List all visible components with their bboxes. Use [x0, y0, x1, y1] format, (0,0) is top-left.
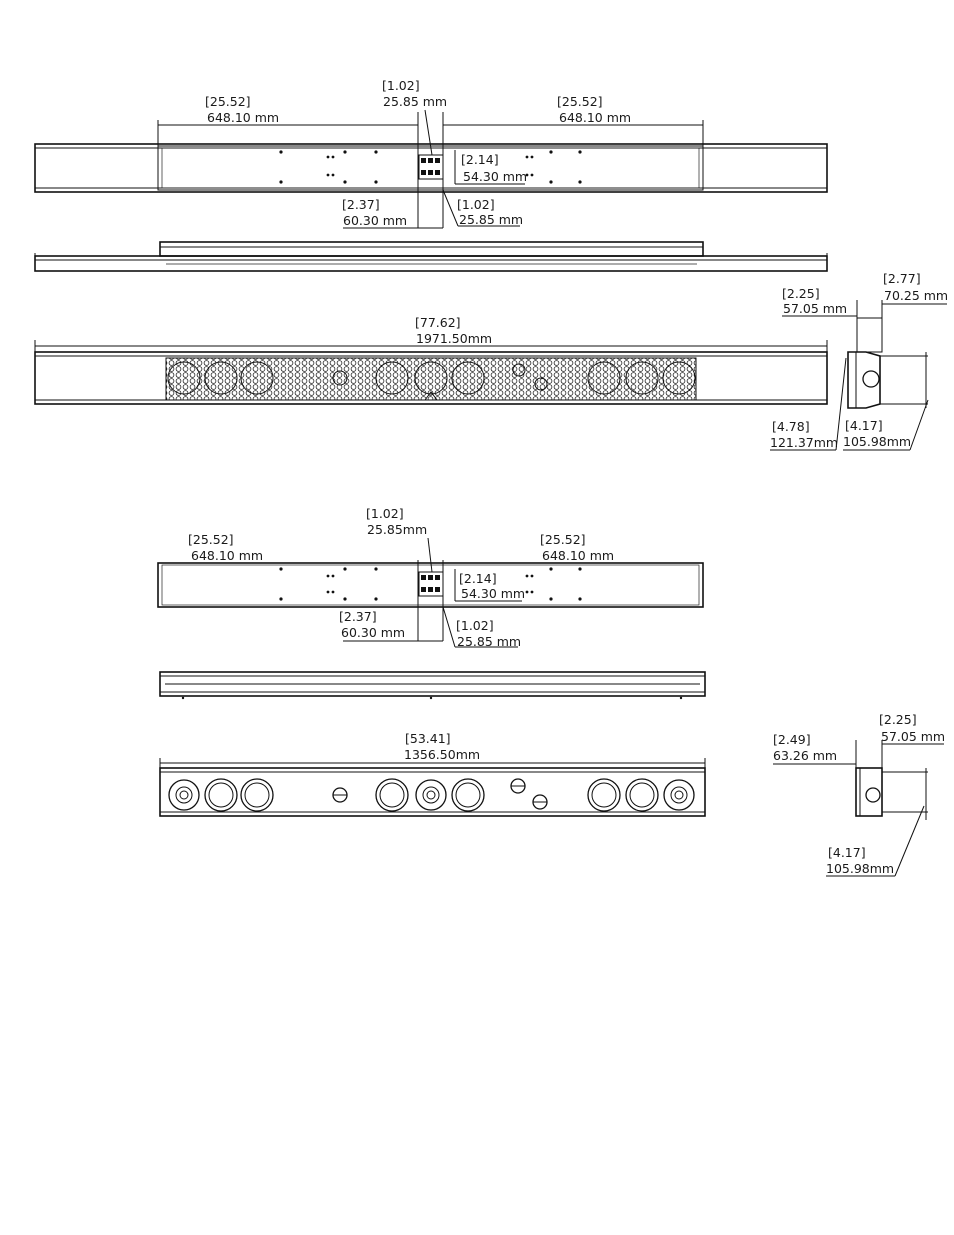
speaker-grille	[165, 357, 697, 401]
dim-top-bl-mm: 60.30 mm	[343, 213, 407, 228]
dim-b-bm-mm: 25.85 mm	[457, 634, 521, 649]
mount-holes-bottom	[279, 567, 582, 601]
dim-top-mid-mm: 25.85 mm	[383, 94, 447, 109]
front-drivers	[168, 778, 695, 812]
dim-b-side-b-in: [2.25]	[879, 712, 917, 727]
dim-top-br-mm: 54.30 mm	[463, 169, 527, 184]
dim-b-front-in: [53.41]	[405, 731, 451, 746]
dim-b-front-mm: 1356.50mm	[404, 747, 480, 762]
dim-side-a-in: [2.25]	[782, 286, 820, 301]
dim-top-mid-in: [1.02]	[382, 78, 420, 93]
terminal-block	[418, 154, 444, 180]
bottom-rear-view: [1.02] 25.85mm [25.52] 648.10 mm [25.52]…	[157, 506, 704, 649]
dim-b-right-mm: 648.10 mm	[542, 548, 614, 563]
dim-top-br-in: [2.14]	[461, 152, 499, 167]
dim-b-bl-mm: 60.30 mm	[341, 625, 405, 640]
dim-b-br-in: [2.14]	[459, 571, 497, 586]
top-rear-view: [25.52] 648.10 mm [1.02] 25.85 mm [25.52…	[34, 78, 828, 229]
dim-b-br-mm: 54.30 mm	[461, 586, 525, 601]
dim-top-bm-mm: 25.85 mm	[459, 212, 523, 227]
dim-top-bm-in: [1.02]	[457, 197, 495, 212]
dim-side-a-mm: 57.05 mm	[783, 301, 847, 316]
dim-top-bl-in: [2.37]	[342, 197, 380, 212]
dim-top-left-in: [25.52]	[205, 94, 251, 109]
dim-b-bl-in: [2.37]	[339, 609, 377, 624]
logo-icon	[424, 391, 438, 401]
grille-drivers	[167, 361, 696, 395]
bottom-side-view: [2.49] 63.26 mm [2.25] 57.05 mm [4.17] 1…	[773, 712, 945, 877]
dim-side-c-in: [4.78]	[772, 419, 810, 434]
dim-b-bm-in: [1.02]	[456, 618, 494, 633]
dim-front-mm: 1971.50mm	[416, 331, 492, 346]
dim-b-side-c-mm: 105.98mm	[826, 861, 894, 876]
dim-front-in: [77.62]	[415, 315, 461, 330]
bottom-profile-view	[159, 671, 706, 700]
dim-top-right-in: [25.52]	[557, 94, 603, 109]
dim-b-mid-in: [1.02]	[366, 506, 404, 521]
top-profile-view	[34, 241, 828, 272]
dim-b-mid-mm: 25.85mm	[367, 522, 427, 537]
dim-side-c-mm: 121.37mm	[770, 435, 838, 450]
dim-b-side-b-mm: 57.05 mm	[881, 729, 945, 744]
dim-b-left-in: [25.52]	[188, 532, 234, 547]
dim-side-d-in: [4.17]	[845, 418, 883, 433]
top-front-view: [77.62] 1971.50mm	[34, 315, 828, 405]
dim-side-b-in: [2.77]	[883, 271, 921, 286]
terminal-block-bottom	[418, 571, 444, 597]
dim-b-right-in: [25.52]	[540, 532, 586, 547]
bottom-front-view: [53.41] 1356.50mm	[159, 731, 706, 817]
dim-b-side-a-in: [2.49]	[773, 732, 811, 747]
mount-holes	[279, 150, 582, 184]
dim-side-d-mm: 105.98mm	[843, 434, 911, 449]
dim-top-left-mm: 648.10 mm	[207, 110, 279, 125]
dim-side-b-mm: 70.25 mm	[884, 288, 948, 303]
dim-b-left-mm: 648.10 mm	[191, 548, 263, 563]
dim-top-right-mm: 648.10 mm	[559, 110, 631, 125]
dim-b-side-a-mm: 63.26 mm	[773, 748, 837, 763]
top-side-view: [2.25] 57.05 mm [2.77] 70.25 mm [4.78] 1…	[770, 271, 948, 451]
dim-b-side-c-in: [4.17]	[828, 845, 866, 860]
